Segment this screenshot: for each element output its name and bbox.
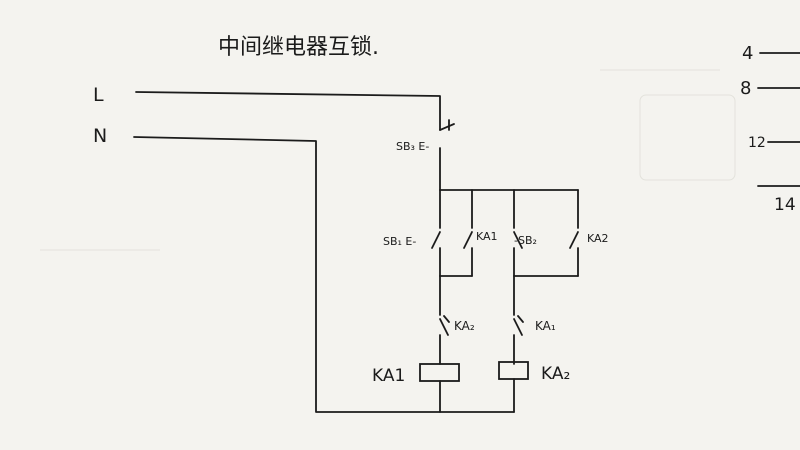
interlock-ka1-nc (513, 275, 524, 365)
ka1-hold-contact (463, 231, 473, 249)
ka1-interlock-label: KA₁ (535, 319, 556, 333)
line-l-label: L (93, 84, 104, 106)
sb3-stop-button (439, 119, 455, 191)
sb3-label: SB₃ E- (396, 140, 429, 153)
branch-ka1-start (431, 189, 473, 277)
sb1-contact (431, 231, 441, 249)
pin-12-label: 12 (748, 135, 766, 151)
pin-4-label: 4 (742, 43, 753, 64)
sb3-contact (439, 123, 455, 131)
wire-n (133, 136, 515, 413)
pin-list: 4 8 12 14 (740, 43, 800, 215)
diagram-title: 中间继电器互锁. (218, 35, 379, 60)
pin-8-label: 8 (740, 78, 751, 99)
branch-ka2-start (513, 189, 579, 277)
line-n-label: N (93, 125, 107, 147)
ka2-coil (498, 361, 529, 413)
interlock-ka2-nc (439, 275, 450, 365)
sb2-label: -SB₂ (514, 234, 537, 247)
ka1-hold-label: KA1 (476, 230, 498, 243)
ka2-hold-contact (569, 231, 579, 249)
pin-14-label: 14 (774, 195, 796, 215)
sb2-contact (513, 231, 523, 249)
ka1-coil (419, 363, 460, 413)
sb1-label: SB₁ E- (383, 235, 416, 248)
background-print-through (40, 69, 736, 251)
ka2-interlock-label: KA₂ (454, 319, 475, 333)
ka1-coil-label: KA1 (372, 366, 405, 386)
ka2-hold-label: KA2 (587, 232, 609, 245)
wire-l (135, 91, 441, 131)
ka2-coil-label: KA₂ (541, 364, 570, 384)
